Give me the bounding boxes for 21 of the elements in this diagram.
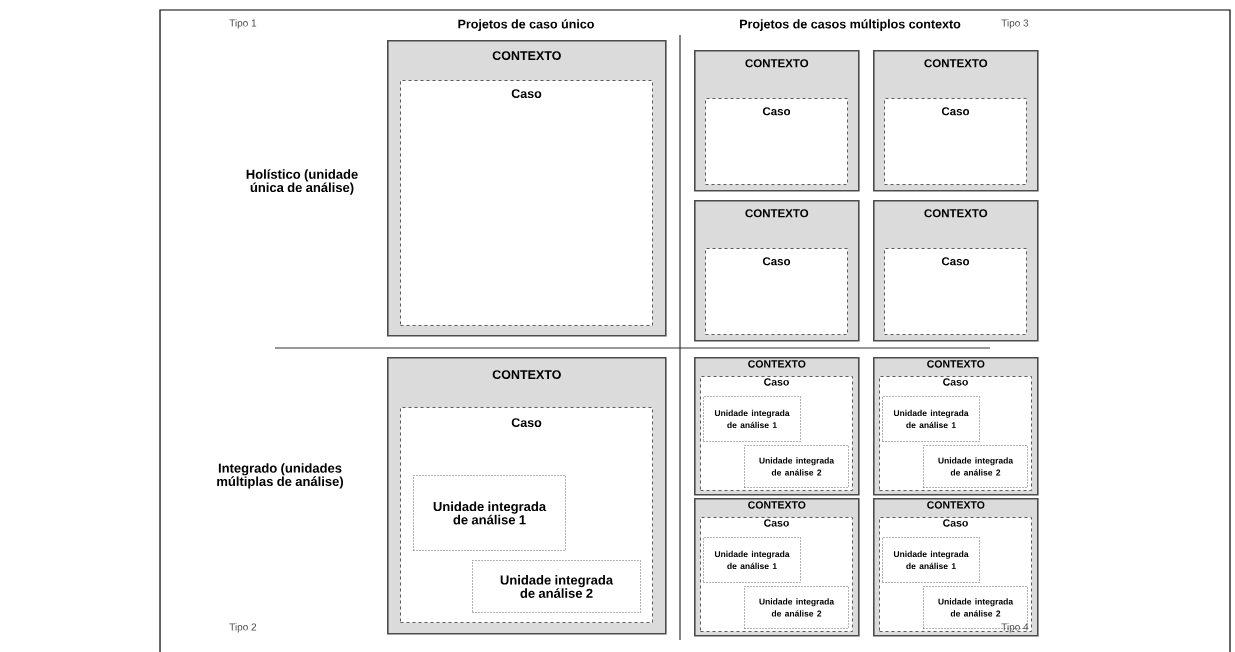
unit-box: Unidade integrada de análise 1 (703, 396, 801, 442)
case-box: Caso (400, 80, 653, 326)
unit-box: Unidade integrada de análise 2 (744, 445, 849, 488)
row-heading: Holístico (unidade única de análise) (246, 169, 358, 195)
tipo-label: Tipo 1 (229, 19, 257, 29)
unit-box: Unidade integrada de análise 1 (882, 537, 980, 583)
unit-box: Unidade integrada de análise 2 (744, 586, 849, 629)
tipo-label: Tipo 3 (1001, 19, 1029, 29)
unit-box: Unidade integrada de análise 2 (923, 445, 1028, 488)
case-box: Caso (705, 98, 848, 185)
unit-box: Unidade integrada de análise 1 (413, 475, 566, 551)
unit-box: Unidade integrada de análise 1 (882, 396, 980, 442)
row-heading: Integrado (unidades múltiplas de análise) (217, 463, 343, 489)
column-heading: Projetos de caso único (458, 19, 594, 31)
unit-box: Unidade integrada de análise 1 (703, 537, 801, 583)
case-box: Caso (884, 98, 1027, 185)
case-box: Caso (884, 248, 1027, 335)
unit-box: Unidade integrada de análise 2 (472, 560, 641, 613)
case-box: Caso (705, 248, 848, 335)
column-heading: Projetos de casos múltiplos contexto (740, 19, 961, 31)
tipo-label: Tipo 2 (229, 623, 257, 633)
